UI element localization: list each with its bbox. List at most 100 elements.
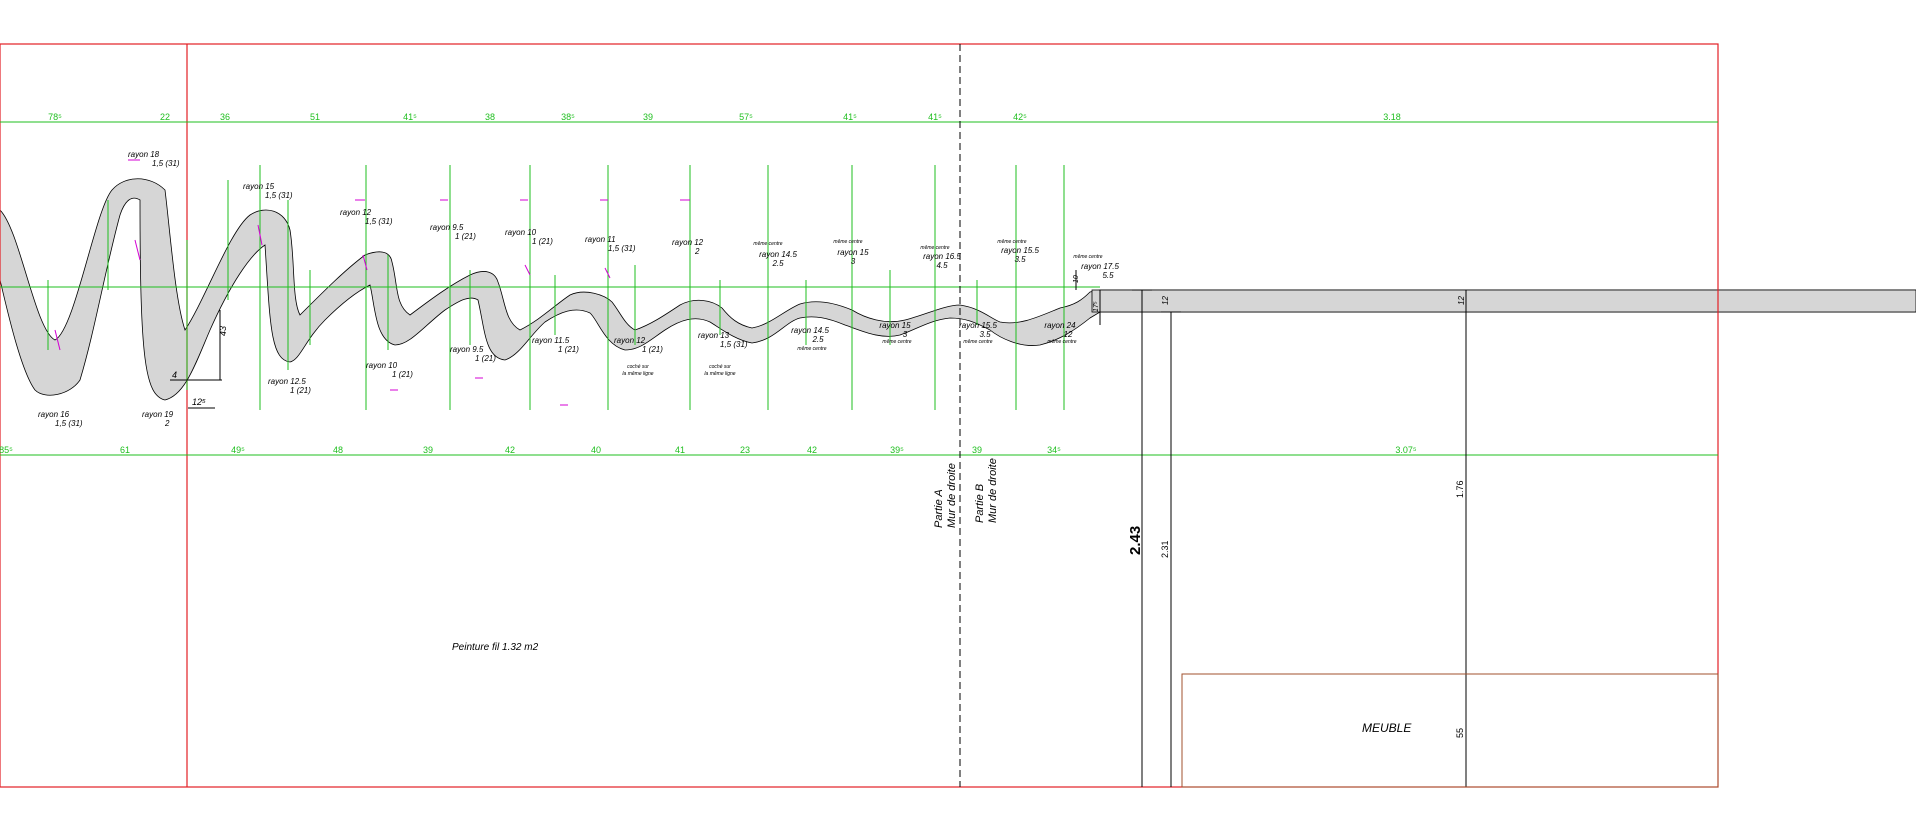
radius-note: même centre: [833, 239, 862, 245]
bottom-dimensions: 85⁵ 61 49⁵ 48 39 42 40 41 23 42 39⁵ 39 3…: [0, 445, 1417, 455]
radius-label: 3.5: [979, 330, 991, 339]
radius-label: 1 (21): [532, 237, 553, 246]
top-dim: 41⁵: [403, 112, 417, 122]
paint-note: Peinture fil 1.32 m2: [452, 642, 539, 653]
dim-text: 4: [172, 370, 177, 380]
partie-a-sub: Mur de droite: [946, 463, 958, 528]
radius-label: rayon 16: [38, 410, 70, 419]
note-text: la même ligne: [622, 371, 653, 377]
radius-label: rayon 14.5: [759, 250, 797, 259]
vertical-guides: [47, 165, 1065, 410]
bottom-dim: 39: [423, 445, 433, 455]
radius-label: 2.5: [811, 335, 824, 344]
height-total: 2.43: [1127, 526, 1144, 555]
dim-text: 12: [1457, 296, 1466, 305]
wave-band: [0, 178, 1916, 401]
radius-label: rayon 12: [614, 336, 646, 345]
radius-label: 2: [164, 419, 170, 428]
bottom-dim: 48: [333, 445, 343, 455]
radius-label: 3: [851, 257, 856, 266]
bottom-dim: 39⁵: [890, 445, 904, 455]
bottom-dim: 85⁵: [0, 445, 13, 455]
dim-text: 12: [1161, 296, 1170, 305]
magenta-marks: [54, 159, 690, 406]
furniture-label: MEUBLE: [1362, 721, 1412, 735]
top-dim: 57⁵: [739, 112, 753, 122]
radius-label: rayon 15: [837, 248, 869, 257]
radius-label: rayon 15: [879, 321, 911, 330]
radius-label: 12: [1064, 330, 1073, 339]
radius-label: 5.5: [1102, 271, 1114, 280]
radius-note: même centre: [997, 239, 1026, 245]
small-notes: coché sur la même ligne coché sur la mêm…: [622, 364, 735, 377]
radius-label: 1 (21): [642, 345, 663, 354]
radius-note: même centre: [1073, 254, 1102, 260]
bottom-dim: 41: [675, 445, 685, 455]
lower-radius-labels: rayon 16 1,5 (31) rayon 19 2 rayon 12.5 …: [38, 321, 1077, 428]
radius-label: 1,5 (31): [720, 340, 748, 349]
radius-note: même centre: [753, 241, 782, 247]
radius-label: rayon 15: [243, 182, 275, 191]
radius-label: 1 (21): [290, 386, 311, 395]
radius-label: rayon 10: [505, 228, 537, 237]
top-dim: 38⁵: [561, 112, 575, 122]
bottom-dim: 49⁵: [231, 445, 245, 455]
radius-label: rayon 14.5: [791, 326, 829, 335]
radius-label: rayon 18: [128, 150, 160, 159]
radius-label: rayon 9.5: [430, 223, 464, 232]
partie-b-sub: Mur de droite: [987, 458, 999, 523]
radius-note: même centre: [882, 339, 911, 345]
radius-label: rayon 16.5: [923, 252, 961, 261]
furniture-box: [1181, 673, 1719, 788]
top-dim: 41⁵: [843, 112, 857, 122]
radius-label: 3.5: [1014, 255, 1026, 264]
top-dim: 36: [220, 112, 230, 122]
top-dim: 22: [160, 112, 170, 122]
small-dims: 4 12⁵ 43 10 17⁵ 12 12: [172, 275, 1466, 407]
radius-label: 3: [903, 330, 908, 339]
top-dim: 3.18: [1383, 112, 1401, 122]
radius-label: rayon 24: [1044, 321, 1076, 330]
radius-label: 1,5 (31): [608, 244, 636, 253]
radius-note: même centre: [920, 245, 949, 251]
top-dim: 78⁵: [48, 112, 62, 122]
note-text: coché sur: [709, 364, 731, 370]
radius-label: 1,5 (31): [265, 191, 293, 200]
bottom-dim: 34⁵: [1047, 445, 1061, 455]
bottom-dim: 61: [120, 445, 130, 455]
top-dim: 41⁵: [928, 112, 942, 122]
radius-label: rayon 10: [366, 361, 398, 370]
bottom-dim: 42: [807, 445, 817, 455]
radius-note: même centre: [963, 339, 992, 345]
top-dim: 38: [485, 112, 495, 122]
radius-label: rayon 15.5: [959, 321, 997, 330]
radius-note: même centre: [1047, 339, 1076, 345]
radius-label: 1 (21): [455, 232, 476, 241]
partie-a-label: Partie A: [933, 489, 945, 528]
radius-label: rayon 17.5: [1081, 262, 1119, 271]
radius-note: même centre: [797, 346, 826, 352]
furniture-height: 55: [1455, 728, 1465, 738]
dim-text: 43: [218, 326, 228, 336]
dim-text: 12⁵: [192, 397, 206, 407]
height-right: 1.76: [1455, 480, 1465, 498]
note-text: coché sur: [627, 364, 649, 370]
partie-b-label: Partie B: [974, 484, 986, 523]
radius-label: 2: [694, 247, 700, 256]
radius-label: rayon 12.5: [268, 377, 306, 386]
radius-label: 1,5 (31): [365, 217, 393, 226]
radius-label: rayon 19: [142, 410, 174, 419]
radius-label: 1 (21): [392, 370, 413, 379]
top-dim: 51: [310, 112, 320, 122]
radius-label: 1,5 (31): [152, 159, 180, 168]
radius-label: 1,5 (31): [55, 419, 83, 428]
top-dim: 39: [643, 112, 653, 122]
bottom-dim: 40: [591, 445, 601, 455]
top-dim: 42⁵: [1013, 112, 1027, 122]
wall-labels: Partie A Mur de droite Partie B Mur de d…: [933, 458, 999, 528]
radius-label: 1 (21): [558, 345, 579, 354]
radius-label: rayon 11.5: [532, 336, 570, 345]
upper-radius-labels: rayon 18 1,5 (31) rayon 15 1,5 (31) rayo…: [128, 150, 1119, 280]
wall-frame: [0, 43, 1719, 788]
note-text: la même ligne: [704, 371, 735, 377]
